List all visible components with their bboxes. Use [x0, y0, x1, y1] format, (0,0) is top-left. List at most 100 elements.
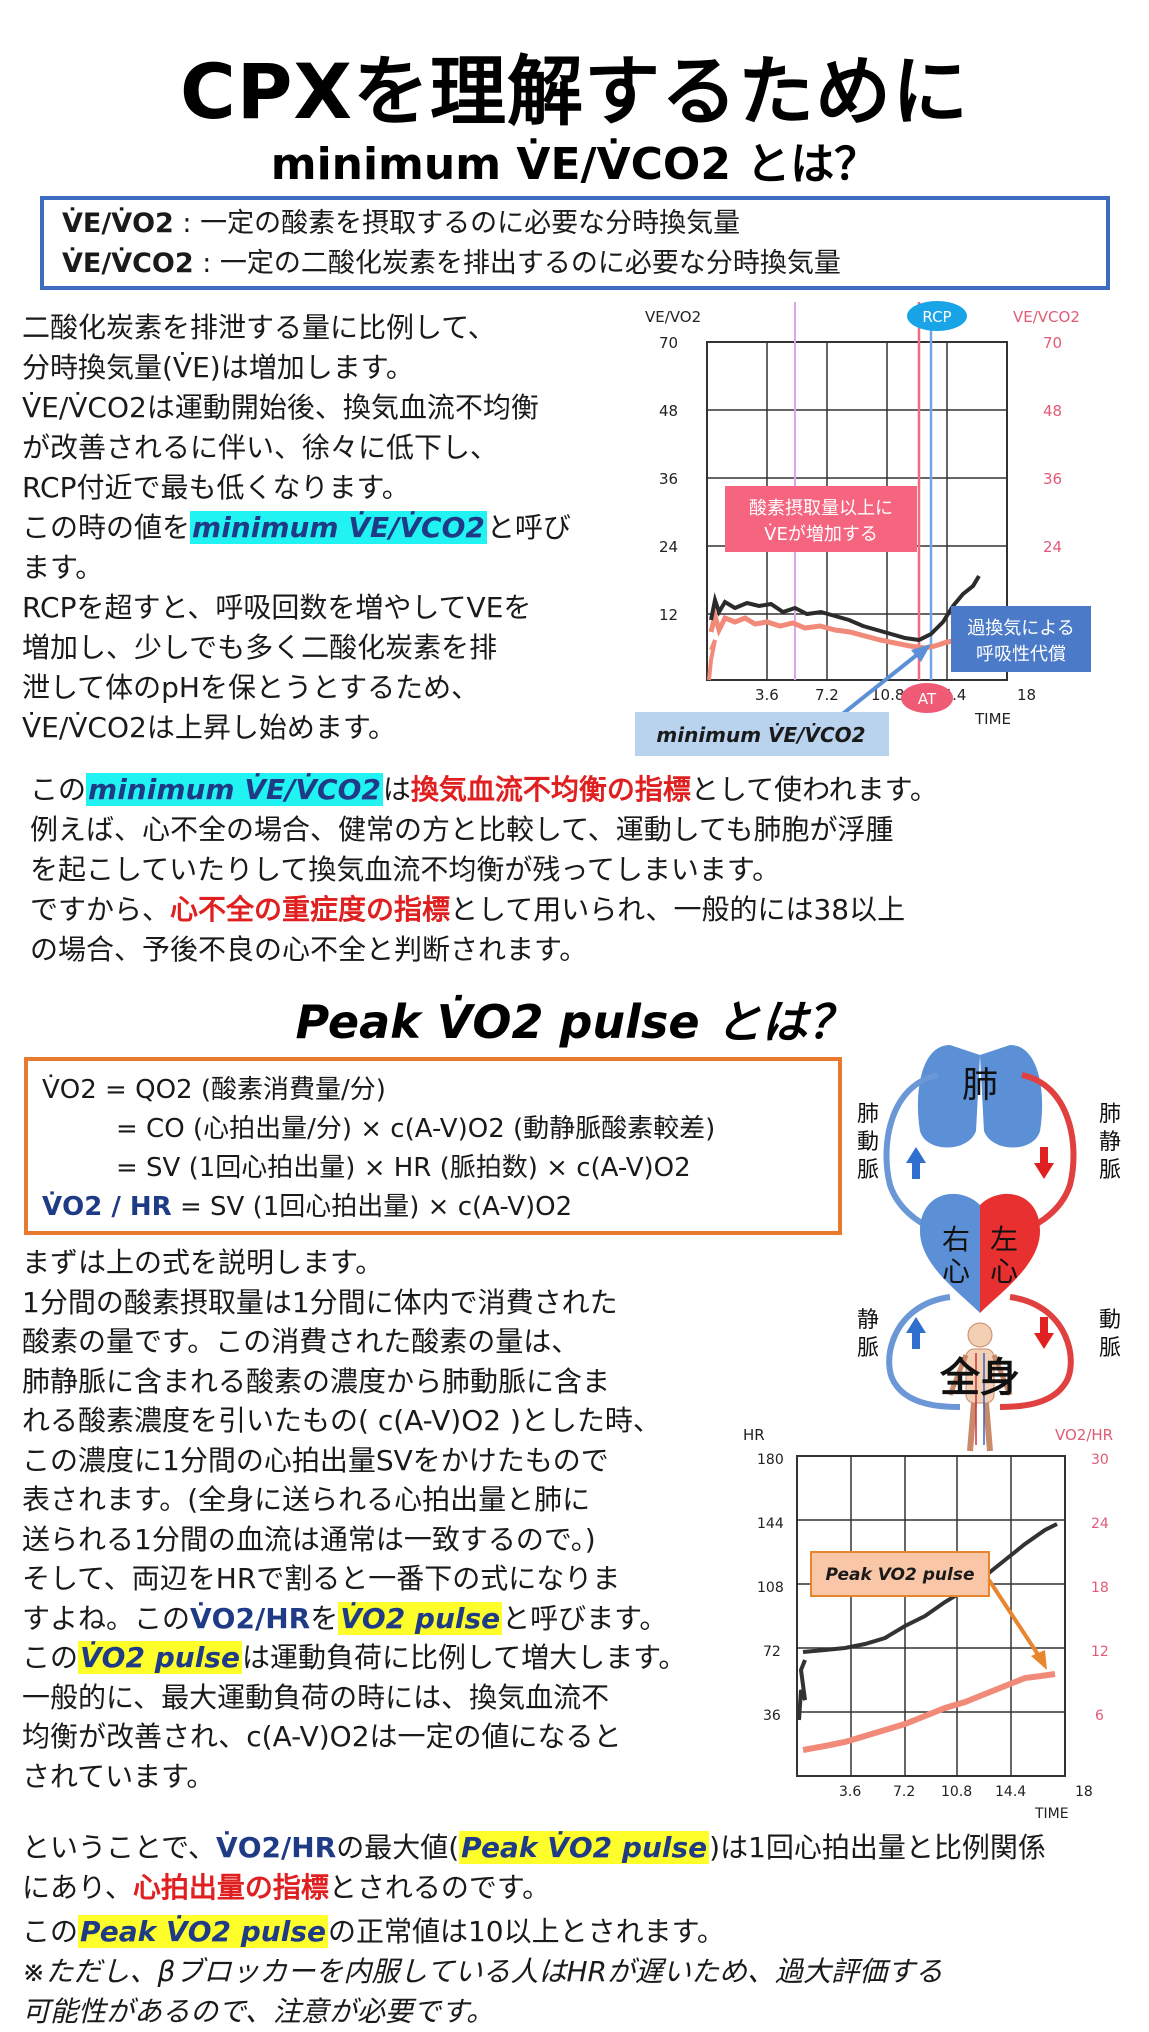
- peak-vo2-pulse-callout: [810, 1551, 990, 1597]
- chart1-left-axis-title: VE/VO2: [645, 308, 701, 326]
- chart1-xtick: 7.2: [815, 686, 839, 704]
- chart1-ytick-right: 48: [1043, 402, 1062, 420]
- lung-label: 肺: [962, 1065, 998, 1106]
- chart2-ytick: 72: [763, 1644, 781, 1660]
- svg-text:脈: 脈: [857, 1158, 879, 1183]
- highlight-peak-vo2-pulse-2: Peak V̇O2 pulse: [78, 1915, 328, 1948]
- human-body-icon: [947, 1322, 1013, 1452]
- rcp-badge-label: RCP: [922, 308, 951, 326]
- left-heart-shape: [980, 1193, 1040, 1313]
- highlight-vo2-pulse: V̇O2 pulse: [338, 1601, 503, 1635]
- rcp-badge: [907, 301, 967, 331]
- ve-vco2-chart: VE/VO2 VE/VCO2 70 48 36 24 12 70 48 36 2…: [635, 301, 1091, 756]
- min-arrow: [833, 648, 925, 722]
- chart2-xtick: 10.8: [941, 1784, 972, 1800]
- chart2-right-axis-title: VO2/HR: [1055, 1426, 1113, 1444]
- chart2-ytick-right: 30: [1091, 1452, 1109, 1468]
- svg-text:呼吸性代償: 呼吸性代償: [976, 644, 1066, 665]
- chart2-hr-curve: [802, 1522, 1058, 1654]
- chart1-ytick: 24: [659, 538, 678, 556]
- svg-text:心: 心: [942, 1255, 970, 1288]
- chart2-ytick-right: 18: [1091, 1580, 1109, 1596]
- chart2-ytick-right: 12: [1091, 1644, 1109, 1660]
- chart1-xtick: 10.8: [871, 686, 904, 704]
- down-arrow-icon: [1034, 1317, 1054, 1349]
- svg-text:左: 左: [990, 1223, 1018, 1256]
- chart2-ytick: 180: [757, 1452, 784, 1468]
- chart2-ytick-right: 24: [1091, 1516, 1109, 1532]
- lung-left-shape: [917, 1045, 980, 1148]
- svg-text:脈: 脈: [857, 1336, 879, 1361]
- emphasis-vq-mismatch: 換気血流不均衡の指標: [410, 773, 691, 806]
- page-title: CPXを理解するために: [179, 47, 970, 136]
- vo2-pulse-chart: HR VO2/HR 180 144 108 72 36 30 24 18 12 …: [743, 1426, 1113, 1822]
- chart2-xtick: 18: [1075, 1784, 1093, 1800]
- callout-respiratory-compensation: [951, 606, 1091, 672]
- highlight-minimum: minimum V̇E/V̇CO2: [190, 511, 487, 544]
- chart1-ytick: 48: [659, 402, 678, 420]
- formula-box: V̇O2 = QO2 (酸素消費量/分) = CO (心拍出量/分) × c(A…: [24, 1057, 842, 1235]
- at-badge-label: AT: [918, 690, 937, 708]
- chart2-vo2hr-curve: [802, 1671, 1056, 1753]
- highlight-vo2-pulse-2: V̇O2 pulse: [78, 1641, 242, 1674]
- circulation-diagram: 肺 右 心 左 心 肺 動 脈 肺 静 脈 静 脈 動 脈 全身: [857, 1045, 1121, 1452]
- explanation-peak-vo2-pulse: ということで、V̇O2/HRの最大値(Peak V̇O2 pulse)は1回心拍…: [22, 1828, 1132, 2032]
- svg-text:動: 動: [857, 1130, 879, 1155]
- definition-ve-vo2: V̇E/V̇O2 : 一定の酸素を摂取するのに必要な分時換気量: [62, 208, 741, 239]
- chart1-frame: [706, 341, 1008, 681]
- note-beta-blocker: ※ただし、βブロッカーを内服している人はHRが遅いため、過大評価する: [22, 1955, 944, 1988]
- chart2-ytick: 108: [757, 1580, 784, 1596]
- down-arrow-icon: [1034, 1147, 1054, 1179]
- svg-text:脈: 脈: [1099, 1336, 1121, 1361]
- chart1-xtick: 18: [1017, 686, 1036, 704]
- svg-text:酸素摂取量以上に: 酸素摂取量以上に: [749, 498, 893, 519]
- definition-box: V̇E/V̇O2 : 一定の酸素を摂取するのに必要な分時換気量 V̇E/V̇CO…: [40, 196, 1110, 290]
- emphasis-cardiac-output: 心拍出量の指標: [132, 1871, 329, 1904]
- explanation-vo2-pulse: まずは上の式を説明します。 1分間の酸素摂取量は1分間に体内で消費された 酸素の…: [22, 1246, 687, 1793]
- highlight-minimum-2: minimum V̇E/V̇CO2: [86, 773, 383, 806]
- callout-ve-increase: [725, 486, 917, 552]
- chart1-ytick: 70: [659, 334, 678, 352]
- right-heart-shape: [920, 1193, 980, 1313]
- svg-text:脈: 脈: [1099, 1158, 1121, 1183]
- svg-text:右: 右: [942, 1223, 970, 1256]
- definition-ve-vco2: V̇E/V̇CO2 : 一定の二酸化炭素を排出するのに必要な分時換気量: [62, 248, 841, 279]
- svg-text:V̇Eが増加する: V̇Eが増加する: [764, 524, 878, 545]
- minimum-label-box: [635, 712, 889, 756]
- svg-text:過換気による: 過換気による: [967, 618, 1074, 639]
- explanation-indicator: このminimum V̇E/V̇CO2は換気血流不均衡の指標として使われます。 …: [30, 773, 938, 966]
- highlight-peak-vo2-pulse: Peak V̇O2 pulse: [459, 1831, 710, 1864]
- chart2-ytick: 36: [763, 1708, 781, 1724]
- emphasis-severity: 心不全の重症度の指標: [170, 893, 451, 926]
- chart1-ve-vo2-curve: [709, 574, 981, 643]
- chart1-ytick: 12: [659, 606, 678, 624]
- body-label: 全身: [939, 1355, 1020, 1401]
- svg-text:心: 心: [990, 1255, 1018, 1288]
- svg-text:静: 静: [857, 1308, 879, 1333]
- svg-text:肺: 肺: [1099, 1102, 1121, 1127]
- chart2-ytick-right: 6: [1095, 1708, 1104, 1724]
- svg-text:Peak VO2 pulse: Peak VO2 pulse: [825, 1565, 974, 1585]
- section-title-peak-vo2-pulse: Peak V̇O2 pulse とは？: [295, 995, 854, 1049]
- chart2-xtick: 7.2: [893, 1784, 915, 1800]
- chart1-ytick: 36: [659, 470, 678, 488]
- chart1-xtick: 3.6: [755, 686, 779, 704]
- chart1-ytick-right: 70: [1043, 334, 1062, 352]
- chart2-ytick: 144: [757, 1516, 784, 1532]
- chart2-xlabel: TIME: [1034, 1806, 1069, 1822]
- chart2-grid: [797, 1456, 1065, 1776]
- chart1-ytick-right: 36: [1043, 470, 1062, 488]
- svg-text:静: 静: [1099, 1130, 1121, 1155]
- chart1-ve-vco2-curve: [708, 606, 984, 651]
- chart2-left-axis-title: HR: [743, 1426, 765, 1444]
- svg-text:動: 動: [1099, 1308, 1121, 1333]
- explanation-minimum-ve-vco2: 二酸化炭素を排泄する量に比例して、 分時換気量(V̇E)は増加します。 V̇E/…: [22, 311, 571, 744]
- chart1-xlabel: TIME: [974, 710, 1011, 728]
- peak-callout-arrow: [987, 1578, 1041, 1658]
- up-arrow-icon: [906, 1147, 926, 1179]
- chart1-ytick-right: 24: [1043, 538, 1062, 556]
- chart1-right-axis-title: VE/VCO2: [1013, 308, 1080, 326]
- up-arrow-icon: [906, 1317, 926, 1349]
- chart2-frame: [796, 1455, 1066, 1777]
- svg-text:肺: 肺: [857, 1102, 879, 1127]
